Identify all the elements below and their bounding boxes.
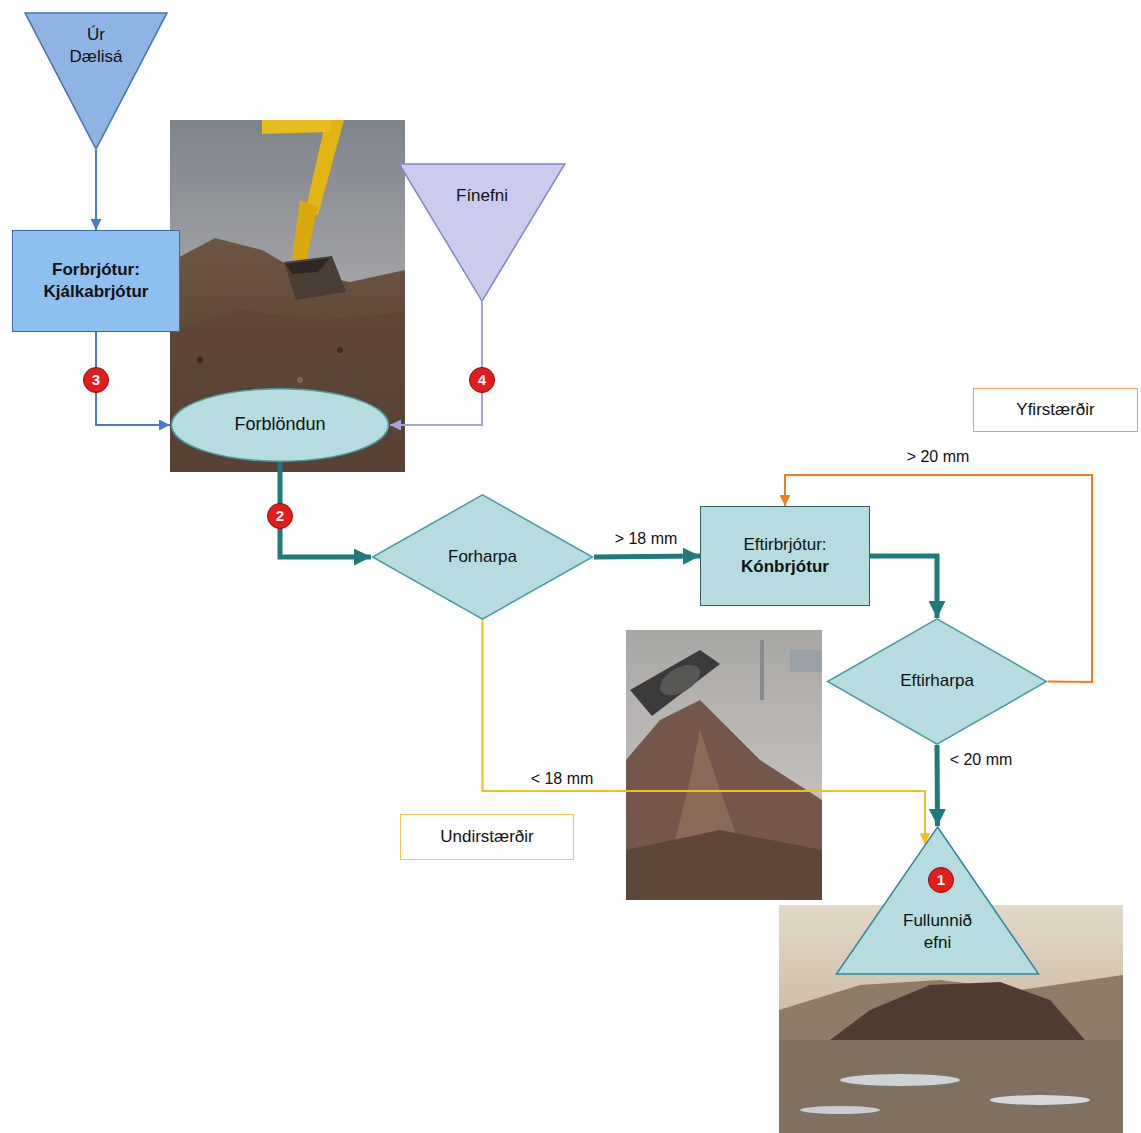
connector [870, 556, 937, 618]
note-box: Undirstærðir [400, 814, 574, 860]
connector [935, 745, 941, 826]
text-group: Eftirbrjótur:Kónbrjótur [701, 507, 869, 605]
text-group: Forblöndun [170, 388, 390, 462]
source-triangle: Úr Dælisá [24, 12, 168, 150]
text-group: Fínefni [398, 185, 566, 207]
node-label: Kónbrjótur [741, 556, 829, 578]
node-label: Yfirstærðir [1016, 399, 1094, 421]
node-label: Forblöndun [234, 413, 325, 436]
edge-label: > 18 mm [612, 529, 681, 548]
decision-diamond: Eftirharpa [826, 618, 1048, 745]
text-group: Forbrjótur:Kjálkabrjótur [13, 231, 179, 331]
note-box: Yfirstærðir [973, 388, 1138, 432]
node-label: Fullunnið efni [896, 910, 980, 954]
callout-number: 2 [267, 503, 293, 529]
product-triangle: Fullunnið efni [835, 826, 1040, 975]
text-group: Forharpa [371, 494, 594, 620]
decision-diamond: Forharpa [371, 494, 594, 620]
node-label: Undirstærðir [440, 826, 534, 848]
process-box: Eftirbrjótur:Kónbrjótur [700, 506, 870, 606]
stockpile-photo [779, 905, 1123, 1133]
node-label: Forbrjótur: [52, 259, 140, 281]
text-group: Yfirstærðir [974, 389, 1137, 431]
text-group: Fullunnið efni [835, 910, 1040, 954]
node-label: Úr Dælisá [61, 24, 131, 68]
text-group: Eftirharpa [826, 618, 1048, 745]
connector [390, 302, 482, 425]
source-triangle: Fínefni [398, 163, 566, 302]
connector [95, 150, 97, 230]
connector [280, 462, 371, 557]
edge-label: > 20 mm [904, 447, 973, 466]
mixing-ellipse: Forblöndun [170, 388, 390, 462]
text-group: Úr Dælisá [24, 24, 168, 68]
node-label: Forharpa [448, 546, 517, 568]
edge-label: < 18 mm [528, 769, 597, 788]
node-label: Eftirharpa [900, 670, 974, 692]
callout-number: 3 [83, 367, 109, 393]
excavator-photo [170, 120, 405, 472]
text-group: Undirstærðir [401, 815, 573, 859]
connector [483, 620, 926, 844]
node-label: Kjálkabrjótur [44, 281, 149, 303]
conveyor-photo [626, 630, 822, 900]
product-triangle-outline [835, 826, 1040, 975]
connector [594, 556, 700, 557]
process-box: Forbrjótur:Kjálkabrjótur [12, 230, 180, 332]
source-triangle-outline [398, 163, 566, 302]
node-label: Eftirbrjótur: [743, 534, 826, 556]
callout-number: 4 [469, 367, 495, 393]
callout-number: 1 [928, 867, 954, 893]
edge-label: < 20 mm [947, 750, 1016, 769]
node-label: Fínefni [432, 185, 532, 207]
